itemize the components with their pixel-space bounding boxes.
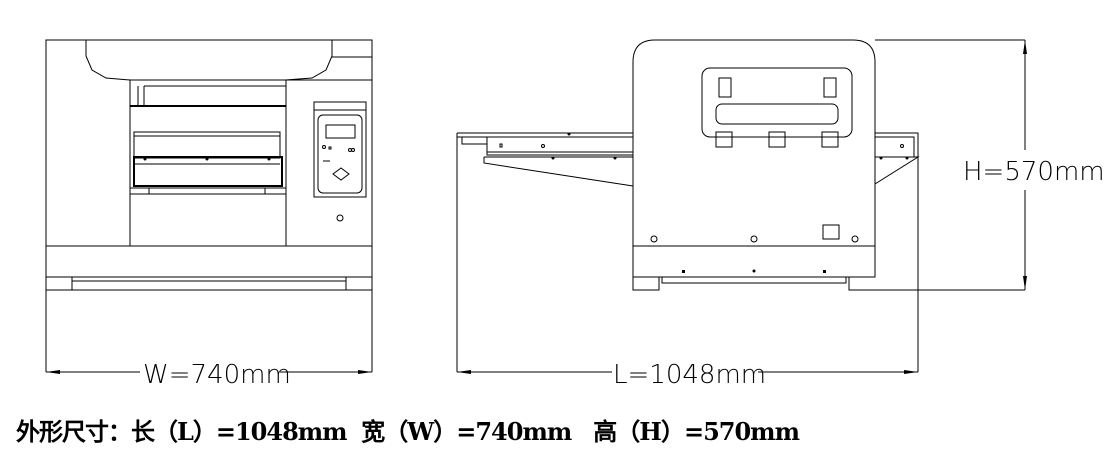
lid [85,40,372,246]
printer-body [632,39,876,278]
power-knob [336,214,344,222]
top-window [701,67,853,138]
side-view [456,39,1025,372]
front-view [45,39,373,291]
height-dimension-label: H=570mm [963,157,1105,187]
width-dimension-label: W=740mm [143,360,291,390]
control-panel [313,101,367,198]
dimension-lines: W=740mm L=1048mm H=570mm [45,40,1105,390]
length-dimension-label: L=1048mm [613,360,766,390]
dimensions-caption: 外形尺寸：长（L）=1048mm 宽（W）=740mm 高（H）=570mm [16,417,800,446]
